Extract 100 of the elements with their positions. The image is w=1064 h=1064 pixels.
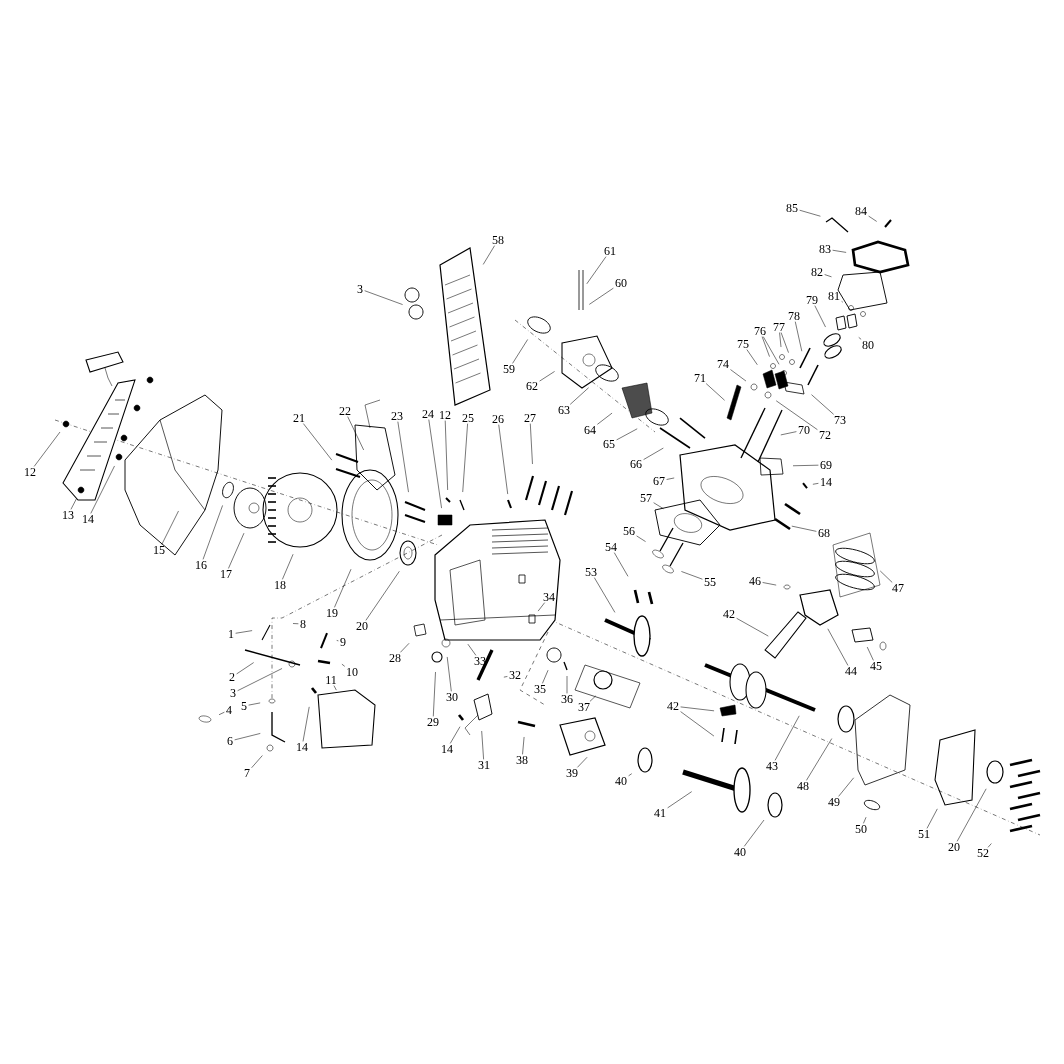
leader-line: [779, 332, 782, 348]
callout-number: 54: [605, 543, 617, 551]
leader-line: [795, 321, 803, 352]
callout-number: 29: [427, 718, 439, 727]
leader-line: [868, 215, 877, 222]
leader-line: [705, 383, 725, 401]
leader-line: [866, 646, 874, 661]
leader-line: [666, 477, 675, 480]
leader-line: [235, 630, 253, 634]
callout-number: 30: [446, 692, 458, 702]
leader-line: [987, 843, 992, 848]
callout-number: 14: [83, 515, 94, 523]
leader-line: [481, 730, 484, 760]
leader-line: [569, 387, 589, 405]
callout-number: 84: [855, 206, 867, 216]
callout-number: 6: [227, 737, 233, 746]
callout-number: 31: [478, 761, 490, 770]
callout-number: 22: [339, 407, 351, 415]
leader-line: [824, 274, 832, 278]
callout-number: 53: [585, 567, 597, 577]
callout-number: 35: [534, 685, 546, 694]
leader-line: [799, 209, 821, 217]
callout-number: 3: [357, 284, 363, 294]
leader-line: [202, 505, 223, 560]
callout-number: 36: [561, 695, 573, 704]
leader-line: [444, 420, 448, 491]
leader-line: [681, 571, 703, 580]
leader-line: [812, 483, 819, 485]
leader-line: [806, 738, 833, 781]
leader-line: [397, 421, 409, 493]
callout-number: 64: [584, 425, 596, 435]
leader-line: [234, 733, 261, 741]
callout-number: 34: [543, 593, 555, 602]
leader-line: [400, 643, 410, 653]
callout-number: 51: [918, 830, 930, 839]
leader-line: [482, 245, 495, 265]
leader-line: [780, 332, 789, 353]
leader-line: [333, 685, 337, 691]
callout-number: 32: [509, 671, 521, 680]
callout-number: 4: [226, 706, 232, 714]
callout-number: 56: [623, 527, 635, 536]
leader-line: [161, 510, 179, 545]
leader-line: [746, 349, 758, 366]
callout-number: 68: [818, 528, 830, 538]
leader-line: [653, 502, 664, 510]
callout-number: 15: [154, 546, 165, 555]
leader-line: [586, 256, 607, 285]
leader-line: [614, 552, 629, 577]
callout-number: 45: [870, 662, 882, 670]
leader-line: [498, 424, 508, 495]
callout-number: 70: [798, 425, 810, 435]
leader-line: [774, 715, 800, 761]
callout-number: 73: [834, 415, 846, 425]
leader-line: [780, 431, 797, 436]
leader-line: [736, 618, 769, 637]
leader-line: [956, 788, 987, 842]
callout-number: 46: [749, 577, 761, 586]
leader-line: [589, 695, 596, 702]
leader-line: [218, 711, 225, 715]
callout-number: 1: [229, 630, 234, 638]
callout-number: 59: [503, 364, 515, 374]
callout-number: 25: [462, 413, 474, 423]
leader-line: [743, 819, 765, 847]
callout-number: 11: [326, 676, 337, 684]
callout-number: 76: [754, 326, 766, 336]
callout-number: 41: [654, 809, 666, 817]
leader-line: [365, 571, 400, 621]
callout-number: 42: [667, 702, 679, 710]
callout-number: 8: [300, 619, 306, 629]
callout-number: 28: [389, 653, 401, 663]
callout-number: 74: [717, 360, 729, 368]
callout-number: 55: [704, 578, 716, 586]
leader-line: [302, 706, 310, 742]
callout-number: 10: [347, 667, 358, 677]
leader-line: [449, 726, 461, 744]
leader-line: [512, 339, 528, 364]
leader-line: [364, 290, 403, 305]
callout-number: 3: [230, 689, 236, 698]
callout-number: 39: [566, 769, 578, 778]
leader-line: [228, 532, 245, 569]
leader-line: [680, 706, 715, 712]
callout-number: 37: [578, 703, 590, 712]
callout-number: 19: [327, 609, 338, 618]
callout-number: 79: [806, 295, 818, 305]
callout-number: 75: [737, 340, 749, 348]
leader-line: [530, 423, 533, 465]
callout-number: 69: [820, 460, 832, 470]
leader-line: [628, 773, 633, 777]
callout-number: 72: [819, 431, 831, 439]
leader-line: [303, 423, 333, 461]
leader-line: [730, 369, 747, 382]
callout-number: 52: [977, 849, 989, 858]
callout-number: 81: [828, 291, 840, 301]
callout-number: 18: [275, 580, 286, 590]
leader-line: [70, 498, 77, 510]
callout-number: 67: [653, 477, 665, 486]
callout-number: 80: [862, 340, 874, 350]
leader-line: [832, 249, 847, 253]
leader-line: [251, 755, 263, 769]
leader-line: [236, 662, 254, 675]
